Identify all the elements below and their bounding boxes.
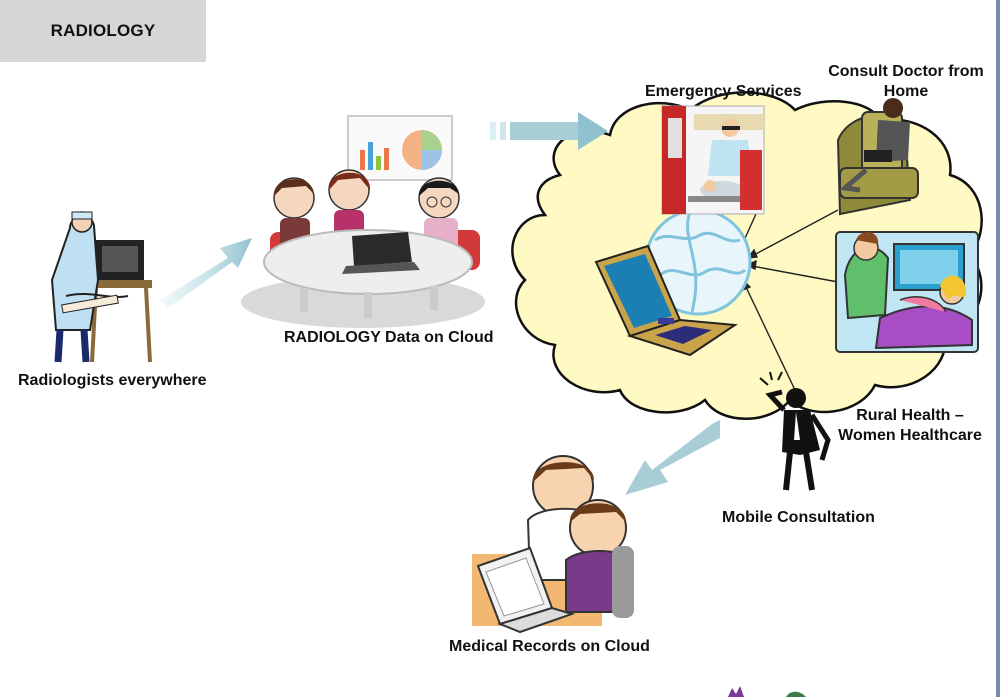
mobile-consultation-image	[759, 371, 831, 491]
doctor-home-image	[836, 98, 919, 216]
label-consult-line2: Home	[883, 83, 929, 100]
arrow-cloud-to-records	[625, 420, 720, 495]
label-radiologists: Radiologists everywhere	[18, 372, 207, 389]
label-data-on-cloud: RADIOLOGY Data on Cloud	[284, 329, 494, 346]
rural-health-image	[835, 231, 979, 353]
label-rural: Rural Health – Women Healthcare	[828, 406, 992, 446]
label-consult-line1: Consult Doctor from	[828, 63, 984, 80]
label-emergency: Emergency Services	[645, 83, 802, 100]
label-rural-line1: Rural Health –	[856, 407, 964, 424]
page-title: RADIOLOGY	[50, 21, 156, 40]
arrow-data-to-cloud	[490, 112, 608, 150]
label-consult: Consult Doctor from Home	[818, 62, 994, 102]
meeting-group-image	[241, 115, 485, 328]
laptop-icon	[594, 244, 738, 357]
medical-records-image	[472, 455, 634, 634]
label-rural-line2: Women Healthcare	[838, 427, 982, 444]
slide-border	[996, 0, 1000, 697]
emergency-services-image	[661, 105, 765, 215]
title-box: RADIOLOGY	[0, 0, 206, 62]
arrow-radiologist-to-data	[160, 238, 252, 308]
label-mobile: Mobile Consultation	[722, 509, 875, 526]
label-records: Medical Records on Cloud	[449, 638, 650, 655]
logo-fragment	[728, 686, 806, 697]
radiologist-image	[50, 211, 152, 363]
